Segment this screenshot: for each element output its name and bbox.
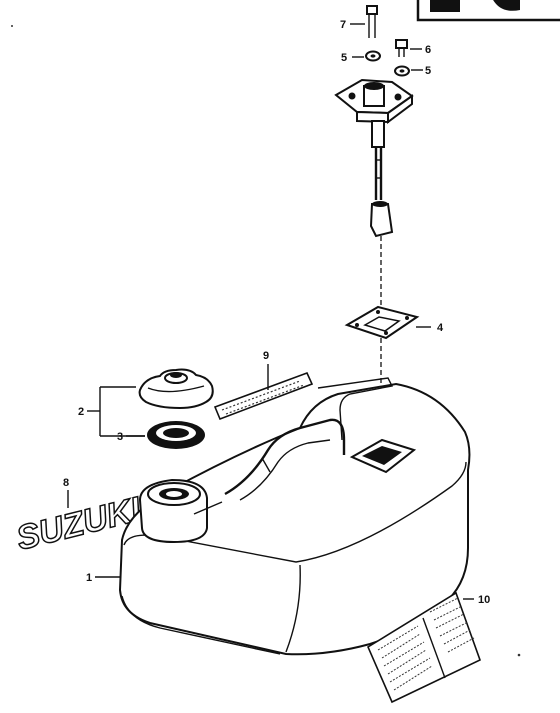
callout-8: 8 [63,477,69,489]
callout-3: 3 [117,431,123,443]
callout-9: 9 [263,350,269,362]
callout-5-left: 5 [341,52,347,64]
warning-label [366,591,481,704]
callout-1: 1 [86,572,92,584]
callout-10: 10 [478,594,490,606]
callout-5-right: 5 [425,65,431,77]
callout-2: 2 [78,406,84,418]
fuel-pickup-assembly [334,78,414,318]
decal-strip [213,371,314,421]
bolt-short [395,39,408,57]
callout-4: 4 [437,322,444,334]
washer-left [365,50,381,62]
fuel-tank [118,377,471,656]
leader-2-3 [87,386,145,437]
fuel-cap [138,368,214,410]
cap-seal-ring [147,421,205,449]
washer-right [394,65,410,77]
callout-7: 7 [340,19,346,31]
bolt-long [366,5,378,38]
callout-6: 6 [425,44,431,56]
page-number-box [416,0,560,22]
